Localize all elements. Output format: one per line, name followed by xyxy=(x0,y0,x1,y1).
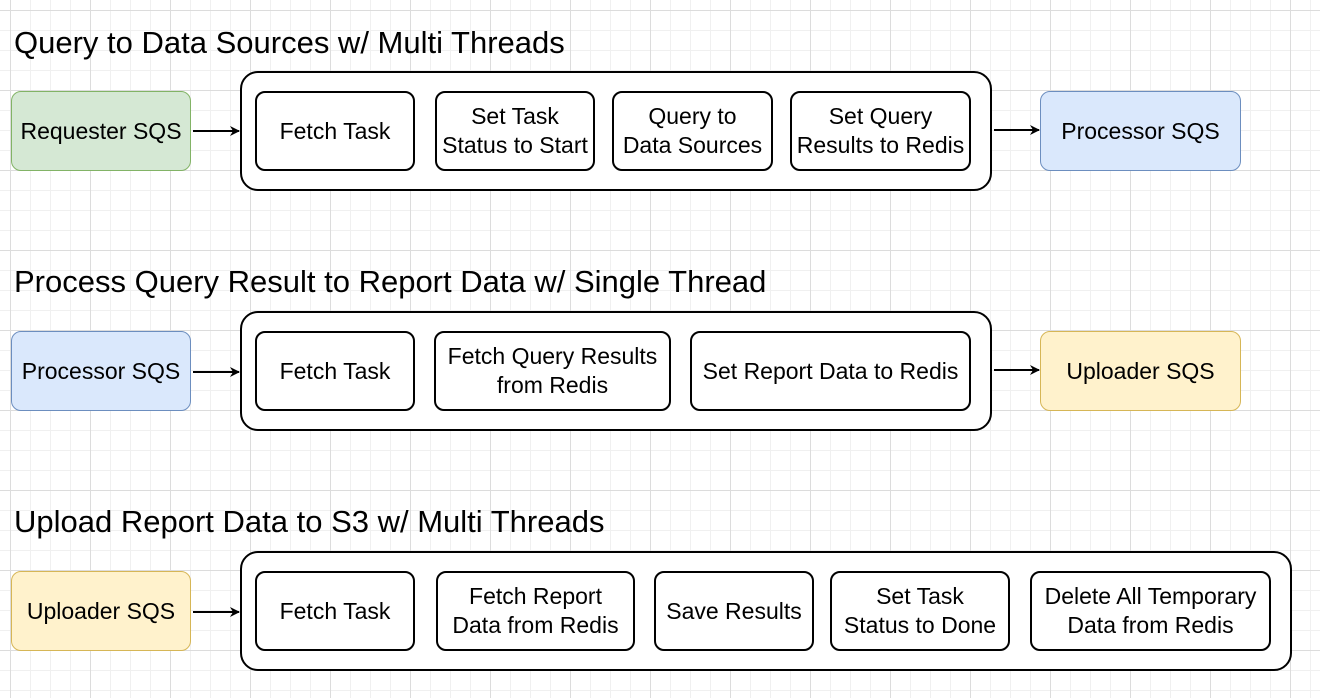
fetch-query-results-node[interactable]: Fetch Query Results from Redis xyxy=(434,331,671,411)
set-task-status-done-node[interactable]: Set Task Status to Done xyxy=(830,571,1010,651)
processor-sqs-node-1[interactable]: Processor SQS xyxy=(1040,91,1241,171)
section-3-title: Upload Report Data to S3 w/ Multi Thread… xyxy=(14,504,605,539)
processor-sqs-label-1: Processor SQS xyxy=(1061,117,1220,144)
requester-sqs-label: Requester SQS xyxy=(20,117,182,144)
set-task-status-start-label: Set Task Status to Start xyxy=(442,103,588,158)
set-task-status-done-label: Set Task Status to Done xyxy=(843,583,997,638)
requester-sqs-node[interactable]: Requester SQS xyxy=(11,91,191,171)
fetch-query-results-label: Fetch Query Results from Redis xyxy=(447,343,658,398)
delete-temp-data-node[interactable]: Delete All Temporary Data from Redis xyxy=(1030,571,1271,651)
query-data-sources-node[interactable]: Query to Data Sources xyxy=(612,91,773,171)
set-query-results-redis-node[interactable]: Set Query Results to Redis xyxy=(790,91,971,171)
set-task-status-start-node[interactable]: Set Task Status to Start xyxy=(435,91,595,171)
uploader-sqs-node-1[interactable]: Uploader SQS xyxy=(1040,331,1241,411)
save-results-label: Save Results xyxy=(666,597,802,624)
uploader-sqs-label-1: Uploader SQS xyxy=(1066,357,1215,384)
section-1-title: Query to Data Sources w/ Multi Threads xyxy=(14,25,565,60)
fetch-report-data-node[interactable]: Fetch Report Data from Redis xyxy=(436,571,635,651)
fetch-task-node-3[interactable]: Fetch Task xyxy=(255,571,415,651)
uploader-sqs-label-2: Uploader SQS xyxy=(26,597,176,624)
fetch-task-label-2: Fetch Task xyxy=(279,357,391,384)
section-2-title: Process Query Result to Report Data w/ S… xyxy=(14,264,767,299)
query-data-sources-label: Query to Data Sources xyxy=(622,103,763,158)
fetch-task-label-1: Fetch Task xyxy=(279,117,391,144)
delete-temp-data-label: Delete All Temporary Data from Redis xyxy=(1044,583,1257,638)
processor-sqs-label-2: Processor SQS xyxy=(21,357,181,384)
processor-sqs-node-2[interactable]: Processor SQS xyxy=(11,331,191,411)
fetch-task-node-1[interactable]: Fetch Task xyxy=(255,91,415,171)
uploader-sqs-node-2[interactable]: Uploader SQS xyxy=(11,571,191,651)
save-results-node[interactable]: Save Results xyxy=(654,571,814,651)
fetch-report-data-label: Fetch Report Data from Redis xyxy=(452,583,619,638)
set-report-data-redis-label: Set Report Data to Redis xyxy=(702,357,959,384)
set-report-data-redis-node[interactable]: Set Report Data to Redis xyxy=(690,331,971,411)
fetch-task-node-2[interactable]: Fetch Task xyxy=(255,331,415,411)
fetch-task-label-3: Fetch Task xyxy=(279,597,391,624)
set-query-results-redis-label: Set Query Results to Redis xyxy=(796,103,965,158)
